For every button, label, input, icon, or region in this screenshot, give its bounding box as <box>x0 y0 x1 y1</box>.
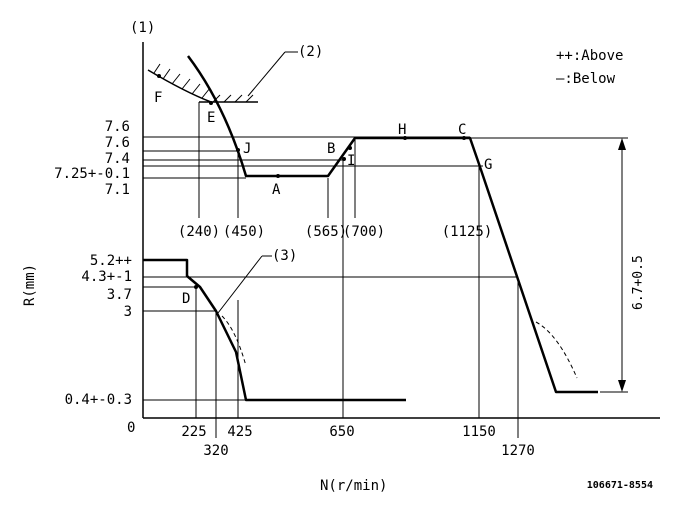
lower-vertical-guides <box>195 160 519 438</box>
point-label-e: E <box>207 110 215 126</box>
leader-lines <box>217 51 298 314</box>
x-tick-mid-0: (240) <box>178 224 220 240</box>
lower-reference-lines <box>143 276 518 401</box>
x-tick-bottom-3: 1150 <box>462 424 496 440</box>
legend-above: ++:Above <box>556 48 623 64</box>
dimension-arrow-up <box>618 138 626 150</box>
y-tick-upper-1: 7.6 <box>105 135 130 151</box>
x-axis-title: N(r/min) <box>320 478 387 494</box>
y-tick-lower-1: 4.3+-1 <box>81 269 132 285</box>
point-label-h: H <box>398 122 406 138</box>
x-tick-mid-4: (1125) <box>442 224 493 240</box>
annotation-2: (2) <box>298 44 323 60</box>
x-tick-mid-2: (565) <box>305 224 347 240</box>
right-dimension-label: 6.7+0.5 <box>631 255 646 310</box>
point-label-g: G <box>484 157 492 173</box>
point-label-d: D <box>182 291 190 307</box>
y-tick-upper-2: 7.4 <box>105 151 130 167</box>
origin-label: 0 <box>127 420 135 436</box>
y-axis-title: R(mm) <box>22 264 38 306</box>
upper-vertical-guides <box>198 102 480 218</box>
point-label-c: C <box>458 122 466 138</box>
point-markers <box>157 74 466 289</box>
y-tick-lower-3: 3 <box>124 304 132 320</box>
limit-line-hatching <box>212 94 254 103</box>
x-tick-bottom2-1: 1270 <box>501 443 535 459</box>
figure-id: 106671-8554 <box>587 480 653 491</box>
x-tick-bottom-1: 425 <box>227 424 252 440</box>
limit-hatching <box>153 63 211 99</box>
y-tick-lower-0: 5.2++ <box>90 253 132 269</box>
dimension-arrow-down <box>618 380 626 392</box>
point-label-j: J <box>243 141 251 157</box>
annotation-1: (1) <box>130 20 155 36</box>
point-label-f: F <box>154 90 162 106</box>
y-tick-upper-0: 7.6 <box>105 119 130 135</box>
legend-below: —:Below <box>556 71 616 87</box>
upper-reference-lines <box>143 136 628 179</box>
point-label-a: A <box>272 182 281 198</box>
dashed-curve-lower <box>221 315 247 367</box>
x-tick-bottom-0: 225 <box>181 424 206 440</box>
y-tick-lower-2: 3.7 <box>107 287 132 303</box>
y-tick-upper-3: 7.25+-0.1 <box>54 166 130 182</box>
x-tick-bottom-2: 650 <box>329 424 354 440</box>
x-tick-mid-3: (700) <box>343 224 385 240</box>
y-tick-upper-4: 7.1 <box>105 182 130 198</box>
annotation-3: (3) <box>272 248 297 264</box>
point-label-b: B <box>327 141 335 157</box>
upper-characteristic-curve <box>187 55 598 394</box>
y-tick-lower-4: 0.4+-0.3 <box>65 392 132 408</box>
x-tick-bottom2-0: 320 <box>203 443 228 459</box>
x-tick-mid-1: (450) <box>223 224 265 240</box>
dashed-curve-right <box>535 321 578 379</box>
point-label-i: I <box>347 153 355 169</box>
lower-characteristic-curve <box>143 258 406 402</box>
